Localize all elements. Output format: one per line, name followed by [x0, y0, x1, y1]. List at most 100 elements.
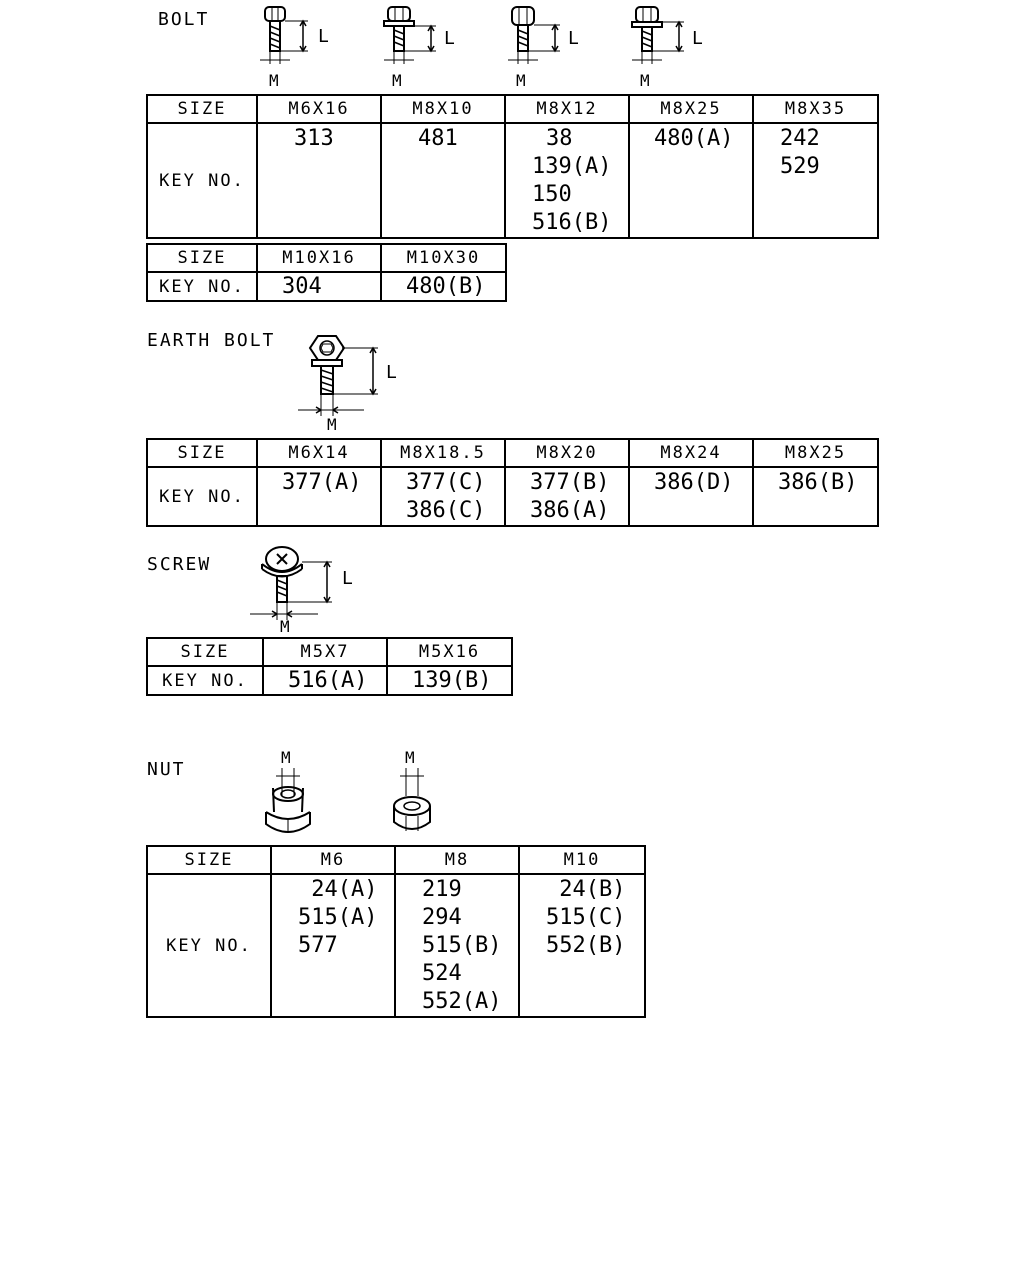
- earth-bolt-section-title: EARTH BOLT: [147, 330, 276, 351]
- key-cell: 139(B): [386, 665, 513, 696]
- diameter-label: M: [327, 415, 337, 434]
- key-cell: 386(B): [752, 466, 879, 527]
- key-number: 294: [422, 905, 462, 930]
- key-cell: 377(B) 386(A): [504, 466, 630, 527]
- earth-bolt-size-table: SIZE M6X14 M8X18.5 M8X20 M8X24 M8X25 KEY…: [146, 438, 879, 527]
- key-number: 515(C): [546, 905, 626, 930]
- bolt-size-table-m10: SIZE M10X16 M10X30 KEY NO. 304 480(B): [146, 243, 507, 302]
- size-header: SIZE: [146, 438, 258, 468]
- key-number: 386(B): [778, 470, 858, 495]
- diameter-label: M: [269, 71, 279, 90]
- length-label: L: [342, 568, 353, 589]
- key-number: 552(A): [422, 989, 502, 1014]
- diameter-label: M: [640, 71, 650, 90]
- size-cell: M6: [270, 845, 396, 875]
- key-number: 516(B): [532, 210, 612, 235]
- key-number: 481: [418, 126, 458, 151]
- key-cell: 480(A): [628, 122, 754, 239]
- bolt-size-table: SIZE M6X16 M8X10 M8X12 M8X25 M8X35 KEY N…: [146, 94, 879, 239]
- hex-bolt-icon: L M: [508, 6, 579, 90]
- size-header: SIZE: [146, 243, 258, 273]
- size-cell: M10X30: [380, 243, 507, 273]
- diameter-label: M: [516, 71, 526, 90]
- key-number: 386(A): [530, 498, 610, 523]
- diameter-label: M: [281, 748, 291, 767]
- key-cell: 480(B): [380, 271, 507, 302]
- key-number: 24(B): [546, 877, 626, 902]
- key-no-header: KEY NO.: [146, 466, 258, 527]
- key-number: 150: [532, 182, 572, 207]
- key-no-header: KEY NO.: [146, 873, 272, 1018]
- key-number: 480(A): [654, 126, 734, 151]
- key-number: 577: [298, 933, 338, 958]
- length-label: L: [386, 362, 397, 383]
- key-no-header: KEY NO.: [146, 122, 258, 239]
- hex-nut-icon: M: [393, 748, 431, 831]
- nut-size-table: SIZE M6 M8 M10 KEY NO. 24(A) 515(A) 577 …: [146, 845, 646, 1018]
- key-number: 516(A): [288, 668, 368, 693]
- key-number: 386(D): [654, 470, 734, 495]
- key-number: 377(A): [282, 470, 362, 495]
- size-cell: M6X16: [256, 94, 382, 124]
- size-cell: M8X25: [628, 94, 754, 124]
- key-cell: 377(C) 386(C): [380, 466, 506, 527]
- key-cell: 38 139(A) 150 516(B): [504, 122, 630, 239]
- key-number: 529: [780, 154, 820, 179]
- key-number: 24(A): [298, 877, 378, 902]
- key-number: 515(A): [298, 905, 378, 930]
- key-number: 515(B): [422, 933, 502, 958]
- size-cell: M8X10: [380, 94, 506, 124]
- length-label: L: [568, 28, 579, 49]
- length-label: L: [692, 28, 703, 49]
- key-number: 386(C): [406, 498, 486, 523]
- screw-section-title: SCREW: [147, 554, 212, 575]
- key-cell: 481: [380, 122, 506, 239]
- key-cell: 377(A): [256, 466, 382, 527]
- key-cell: 304: [256, 271, 382, 302]
- washer-screw-icon: L M: [250, 546, 353, 636]
- key-cell: 313: [256, 122, 382, 239]
- size-cell: M6X14: [256, 438, 382, 468]
- key-number: 313: [294, 126, 334, 151]
- size-header: SIZE: [146, 94, 258, 124]
- size-cell: M8X25: [752, 438, 879, 468]
- key-cell: 242 529: [752, 122, 879, 239]
- diameter-label: M: [392, 71, 402, 90]
- screw-size-table: SIZE M5X7 M5X16 KEY NO. 516(A) 139(B): [146, 637, 513, 696]
- size-header: SIZE: [146, 845, 272, 875]
- size-cell: M5X16: [386, 637, 513, 667]
- hex-bolt-icon: L M: [260, 6, 329, 90]
- nut-section-title: NUT: [147, 759, 186, 780]
- key-number: 242: [780, 126, 820, 151]
- size-cell: M8: [394, 845, 520, 875]
- key-number: 38: [546, 126, 573, 151]
- size-cell: M8X24: [628, 438, 754, 468]
- size-cell: M8X12: [504, 94, 630, 124]
- key-cell: 24(A) 515(A) 577: [270, 873, 396, 1018]
- key-number: 480(B): [406, 274, 486, 299]
- length-label: L: [318, 26, 329, 47]
- flange-bolt-icon: L M: [383, 6, 455, 90]
- size-cell: M10: [518, 845, 646, 875]
- key-number: 552(B): [546, 933, 626, 958]
- key-no-header: KEY NO.: [146, 271, 258, 302]
- key-cell: 516(A): [262, 665, 388, 696]
- key-cell: 24(B) 515(C) 552(B): [518, 873, 646, 1018]
- key-number: 139(A): [532, 154, 612, 179]
- key-number: 219: [422, 877, 462, 902]
- flange-bolt-icon: L M: [631, 6, 703, 90]
- size-cell: M10X16: [256, 243, 382, 273]
- size-cell: M8X18.5: [380, 438, 506, 468]
- key-number: 377(B): [530, 470, 610, 495]
- key-no-header: KEY NO.: [146, 665, 264, 696]
- size-cell: M5X7: [262, 637, 388, 667]
- flange-nut-icon: M: [265, 748, 311, 833]
- diameter-label: M: [405, 748, 415, 767]
- key-number: 377(C): [406, 470, 486, 495]
- key-number: 139(B): [412, 668, 492, 693]
- key-number: 524: [422, 961, 462, 986]
- size-cell: M8X35: [752, 94, 879, 124]
- size-cell: M8X20: [504, 438, 630, 468]
- length-label: L: [444, 28, 455, 49]
- diameter-label: M: [280, 617, 290, 636]
